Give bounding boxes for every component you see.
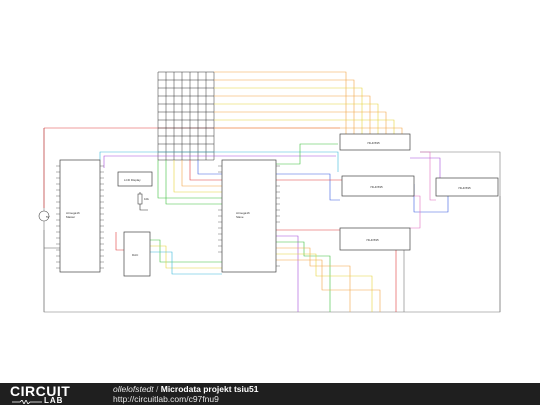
bus-wires-top <box>157 71 403 205</box>
author-link[interactable]: ollelofstedt <box>113 384 154 394</box>
logo-wire-icon <box>12 400 42 404</box>
signal-wires <box>44 143 501 312</box>
shift-register-2: 74HC595 <box>341 175 415 197</box>
voltage-source-label: 5V <box>46 215 50 219</box>
shift-register-4-label: 74HC595 <box>458 186 471 190</box>
shift-register-2-label: 74HC595 <box>370 185 383 189</box>
dac-label: DAC <box>132 253 139 257</box>
shift-register-4: 74HC595 <box>435 177 499 197</box>
project-url[interactable]: http://circuitlab.com/c97fnu9 <box>113 394 219 404</box>
shift-register-3: 74HC595 <box>339 227 411 251</box>
separator: / <box>153 384 161 394</box>
dac: DAC <box>123 231 151 277</box>
project-title[interactable]: Microdata projekt tsiu51 <box>160 384 259 394</box>
shift-register-1: 74HC595 <box>339 133 411 151</box>
voltage-source: 5V <box>38 210 50 222</box>
shift-register-3-label: 74HC595 <box>366 238 379 242</box>
footer-bar: CIRCUIT LAB ollelofstedt / Microdata pro… <box>0 383 540 405</box>
logo-text: CIRCUIT <box>10 383 71 399</box>
shift-register-1-label: 74HC595 <box>367 141 380 145</box>
circuit-schematic: 5V <box>38 71 501 313</box>
keypad-grid <box>157 71 215 161</box>
lcd-display-label: LCD Display <box>124 178 141 182</box>
circuitlab-logo[interactable]: CIRCUIT LAB <box>10 383 98 405</box>
mcu-pins <box>56 165 280 269</box>
project-meta: ollelofstedt / Microdata projekt tsiu51 … <box>113 384 259 404</box>
logo-sub: LAB <box>44 396 64 405</box>
lcd-display: LCD Display <box>117 171 153 187</box>
resistor-label: 10k <box>144 197 149 201</box>
resistor: 10k <box>137 193 149 205</box>
